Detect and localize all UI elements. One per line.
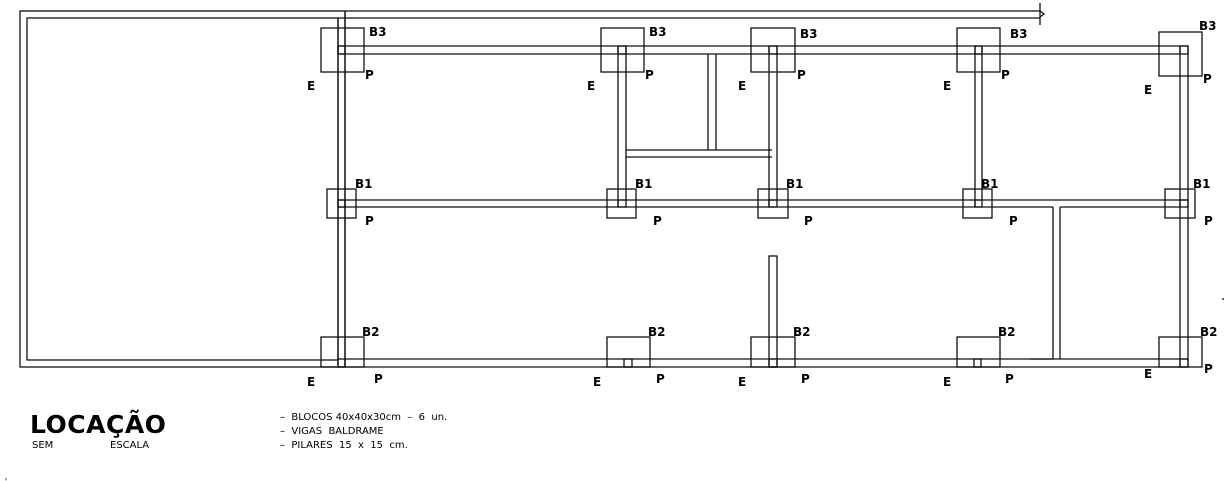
pillar-label: P bbox=[797, 68, 806, 82]
bottom-beam bbox=[345, 358, 1188, 368]
block-b3-1 bbox=[320, 27, 365, 73]
labels-top-row: B3 B3 B3 B3 B3 P P P P P E E E E E bbox=[307, 19, 1217, 97]
block-label: B3 bbox=[800, 27, 818, 41]
pillar-label: P bbox=[804, 214, 813, 228]
edge-label: E bbox=[587, 79, 595, 93]
labels-middle-row: B1 B1 B1 B1 B1 P P P P P bbox=[355, 177, 1213, 228]
note-item: – PILARES 15 x 15 cm. bbox=[280, 440, 408, 451]
stray-mark: ᵥ bbox=[4, 476, 7, 481]
pillars bbox=[337, 45, 1189, 368]
top-beam bbox=[337, 45, 1188, 55]
block-label: B3 bbox=[1010, 27, 1028, 41]
block-b3-5 bbox=[1158, 31, 1203, 77]
edge-label: E bbox=[943, 79, 951, 93]
labels-bottom-row: B2 B2 B2 B2 B2 P P P P P E E E E E bbox=[307, 325, 1218, 389]
note-item: – BLOCOS 40x40x30cm – 6 un. bbox=[280, 412, 448, 423]
block-b2-5 bbox=[1158, 336, 1203, 368]
pillar-label: P bbox=[1005, 372, 1014, 386]
block-b3-3 bbox=[750, 27, 796, 73]
edge-label: E bbox=[1144, 83, 1152, 97]
block-label: B1 bbox=[981, 177, 999, 191]
block-b2-3 bbox=[750, 336, 796, 368]
block-b3-4 bbox=[956, 27, 1001, 73]
block-b2-2 bbox=[606, 336, 651, 368]
block-b1-3 bbox=[757, 188, 789, 219]
block-label: B3 bbox=[649, 25, 667, 39]
block-label: B1 bbox=[355, 177, 373, 191]
pillar-label: P bbox=[656, 372, 665, 386]
block-b1-4 bbox=[962, 188, 993, 219]
pillar-label: P bbox=[653, 214, 662, 228]
middle-beam bbox=[338, 199, 1188, 208]
block-label: B1 bbox=[635, 177, 653, 191]
left-room-outline bbox=[19, 10, 346, 368]
edge-label: E bbox=[307, 79, 315, 93]
block-b1-2 bbox=[606, 188, 637, 219]
pillar-label: P bbox=[1001, 68, 1010, 82]
block-label: B2 bbox=[793, 325, 811, 339]
top-beam-existing bbox=[338, 3, 1046, 25]
block-label: B2 bbox=[998, 325, 1016, 339]
note-item: – VIGAS BALDRAME bbox=[280, 426, 384, 437]
pillar-label: P bbox=[1009, 214, 1018, 228]
block-label: B1 bbox=[786, 177, 804, 191]
pillar-label: P bbox=[1203, 72, 1212, 86]
block-b3-2 bbox=[600, 27, 645, 73]
edge-label: E bbox=[307, 375, 315, 389]
block-label: B2 bbox=[1200, 325, 1218, 339]
block-label: B2 bbox=[648, 325, 666, 339]
edge-label: E bbox=[593, 375, 601, 389]
edge-label: E bbox=[943, 375, 951, 389]
block-label: B3 bbox=[369, 25, 387, 39]
edge-label: E bbox=[1144, 367, 1152, 381]
pillar-label: P bbox=[365, 214, 374, 228]
block-b2-1 bbox=[320, 336, 365, 368]
footing-blocks bbox=[320, 27, 1203, 368]
block-label: B1 bbox=[1193, 177, 1211, 191]
block-label: B2 bbox=[362, 325, 380, 339]
pillar-label: P bbox=[801, 372, 810, 386]
pillar-label: P bbox=[374, 372, 383, 386]
edge-label: E bbox=[738, 375, 746, 389]
pillar-label: P bbox=[365, 68, 374, 82]
block-b1-1 bbox=[326, 188, 357, 219]
scale-right: ESCALA bbox=[110, 440, 150, 451]
block-b2-4 bbox=[956, 336, 1001, 368]
drawing-title: LOCAÇÃO bbox=[30, 410, 167, 439]
block-b1-5 bbox=[1164, 188, 1196, 219]
block-label: B3 bbox=[1199, 19, 1217, 33]
scale-left: SEM bbox=[32, 440, 54, 451]
pillar-label: P bbox=[1204, 362, 1213, 376]
edge-label: E bbox=[738, 79, 746, 93]
pillar-label: P bbox=[1204, 214, 1213, 228]
notes-list: – BLOCOS 40x40x30cm – 6 un. – VIGAS BALD… bbox=[280, 411, 447, 453]
pillar-label: P bbox=[645, 68, 654, 82]
